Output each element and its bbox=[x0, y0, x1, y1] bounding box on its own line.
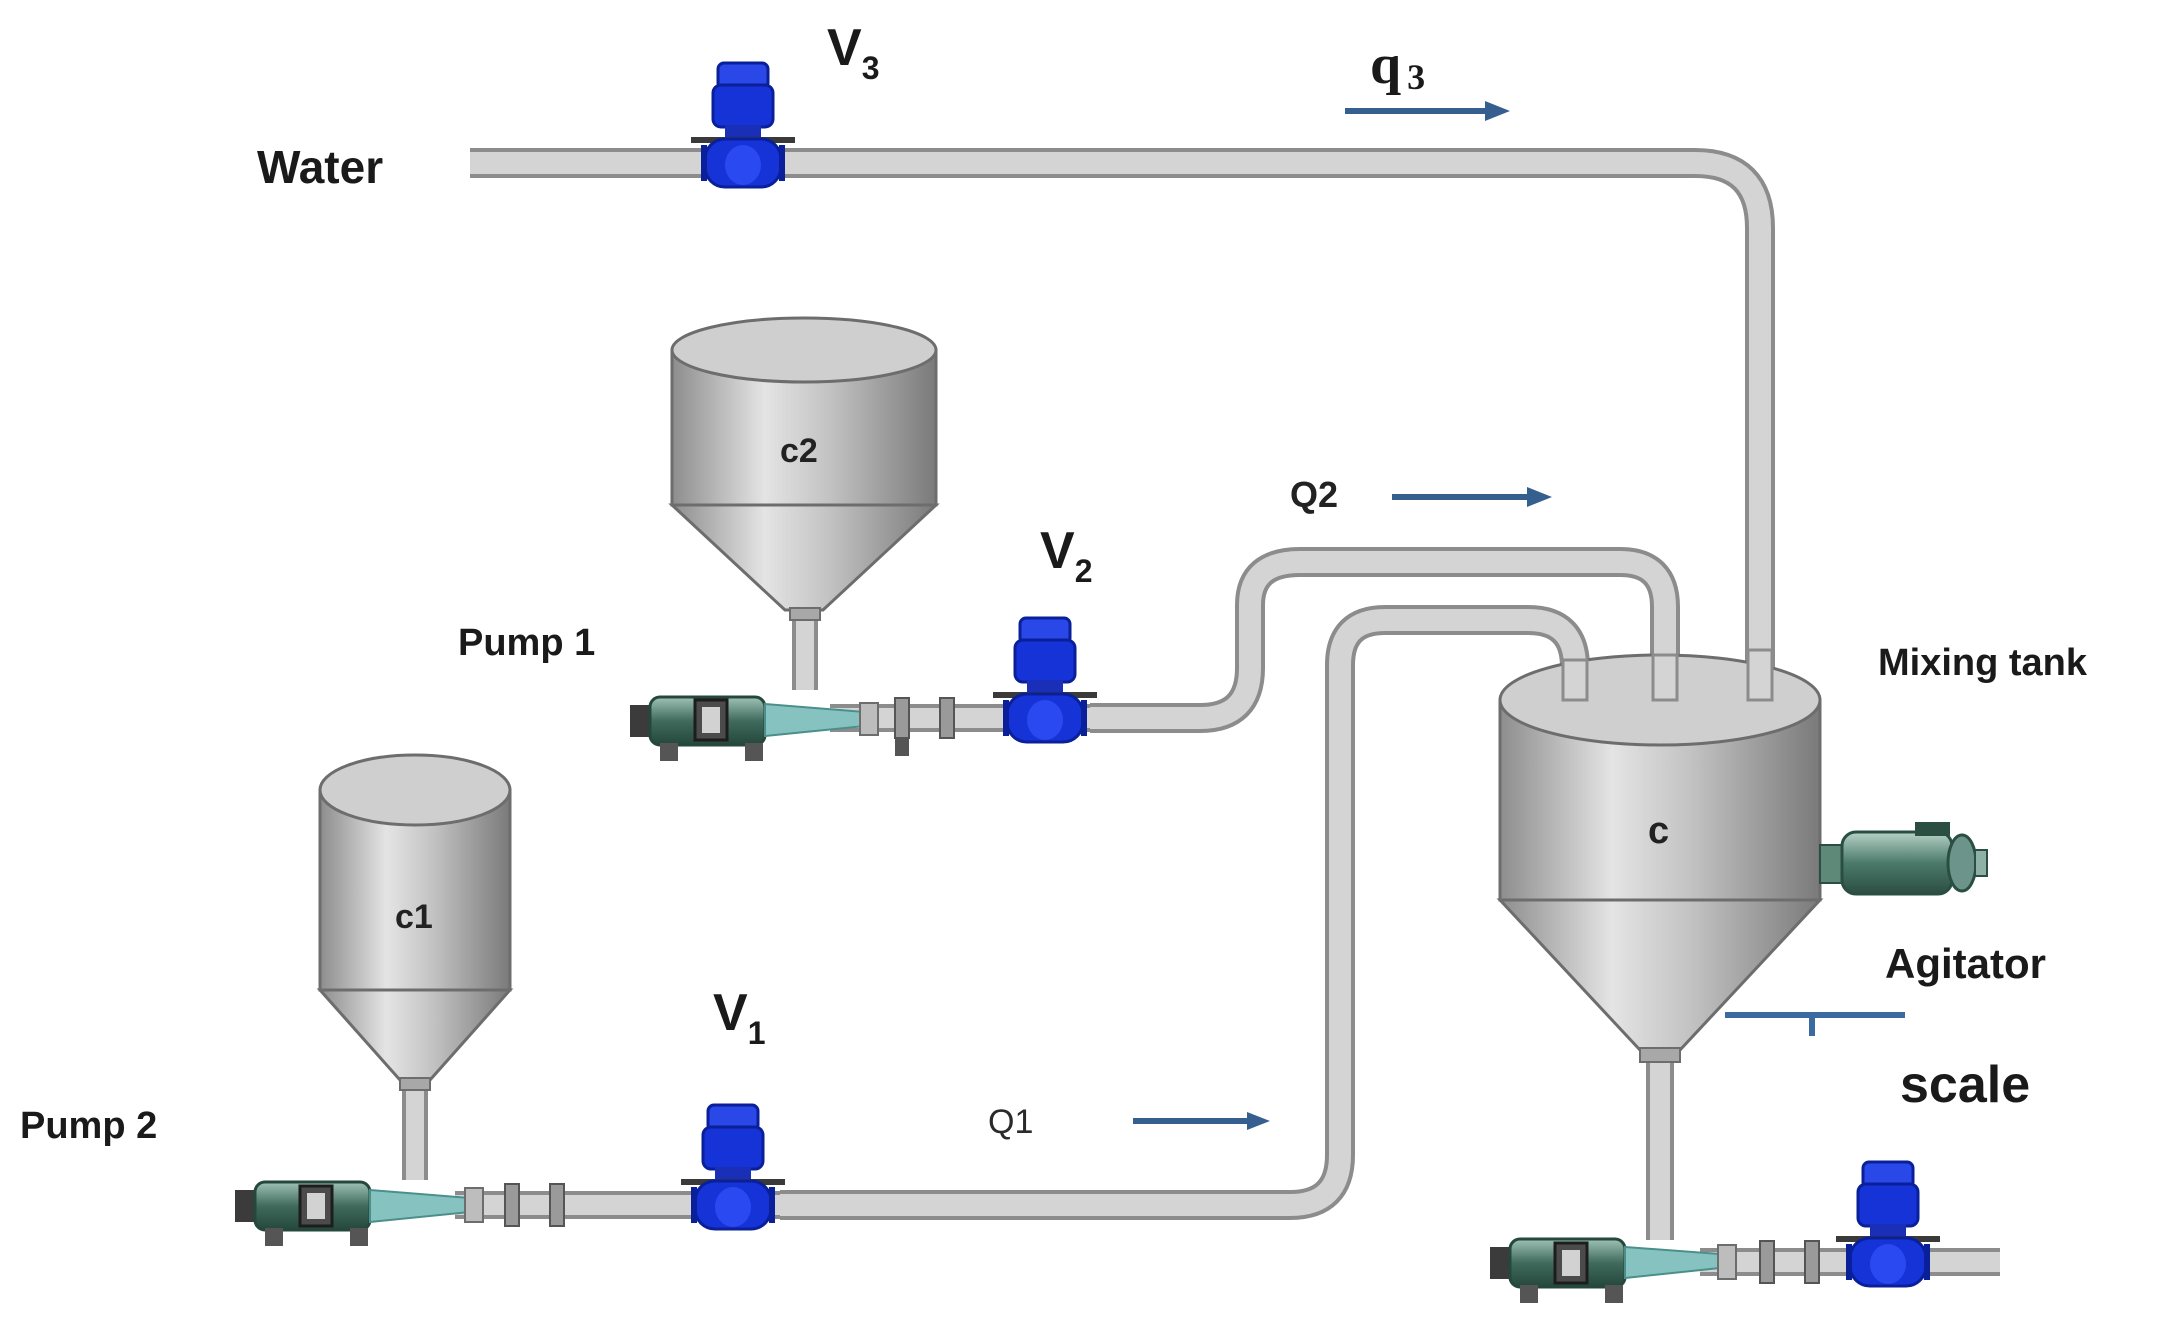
label-v2: V2 bbox=[1040, 522, 1092, 589]
label-scale: scale bbox=[1900, 1056, 2030, 1114]
label-tank-c: c bbox=[1648, 810, 1669, 852]
valve-v1[interactable] bbox=[679, 1103, 787, 1231]
valve-v3[interactable] bbox=[689, 61, 797, 189]
valve-v2[interactable] bbox=[991, 616, 1099, 744]
flow-arrow-q3 bbox=[1345, 101, 1510, 121]
mixing-tank-c bbox=[1496, 648, 1824, 1063]
flow-arrow-q1 bbox=[1133, 1112, 1270, 1130]
pump-1 bbox=[630, 695, 955, 761]
label-pump1: Pump 1 bbox=[458, 622, 595, 664]
tank-c2 bbox=[668, 316, 940, 621]
valve-outlet[interactable] bbox=[1834, 1160, 1942, 1288]
agitator-motor bbox=[1819, 822, 1988, 896]
label-agitator: Agitator bbox=[1885, 940, 2046, 987]
label-mixing-tank: Mixing tank bbox=[1878, 642, 2088, 684]
label-water: Water bbox=[257, 141, 383, 193]
label-q1: Q1 bbox=[988, 1103, 1033, 1141]
pump-2 bbox=[235, 1180, 565, 1246]
label-tank-c1: c1 bbox=[395, 898, 433, 936]
label-tank-c2: c2 bbox=[780, 432, 818, 470]
label-pump2: Pump 2 bbox=[20, 1105, 157, 1147]
tank-c1 bbox=[316, 753, 514, 1091]
flow-arrow-q2 bbox=[1392, 487, 1552, 507]
pump-3 bbox=[1490, 1237, 1820, 1303]
label-v1: V1 bbox=[713, 984, 765, 1051]
scale-indicator bbox=[1725, 1012, 1905, 1036]
label-v3: V3 bbox=[827, 19, 879, 86]
label-q2: Q2 bbox=[1290, 474, 1338, 515]
